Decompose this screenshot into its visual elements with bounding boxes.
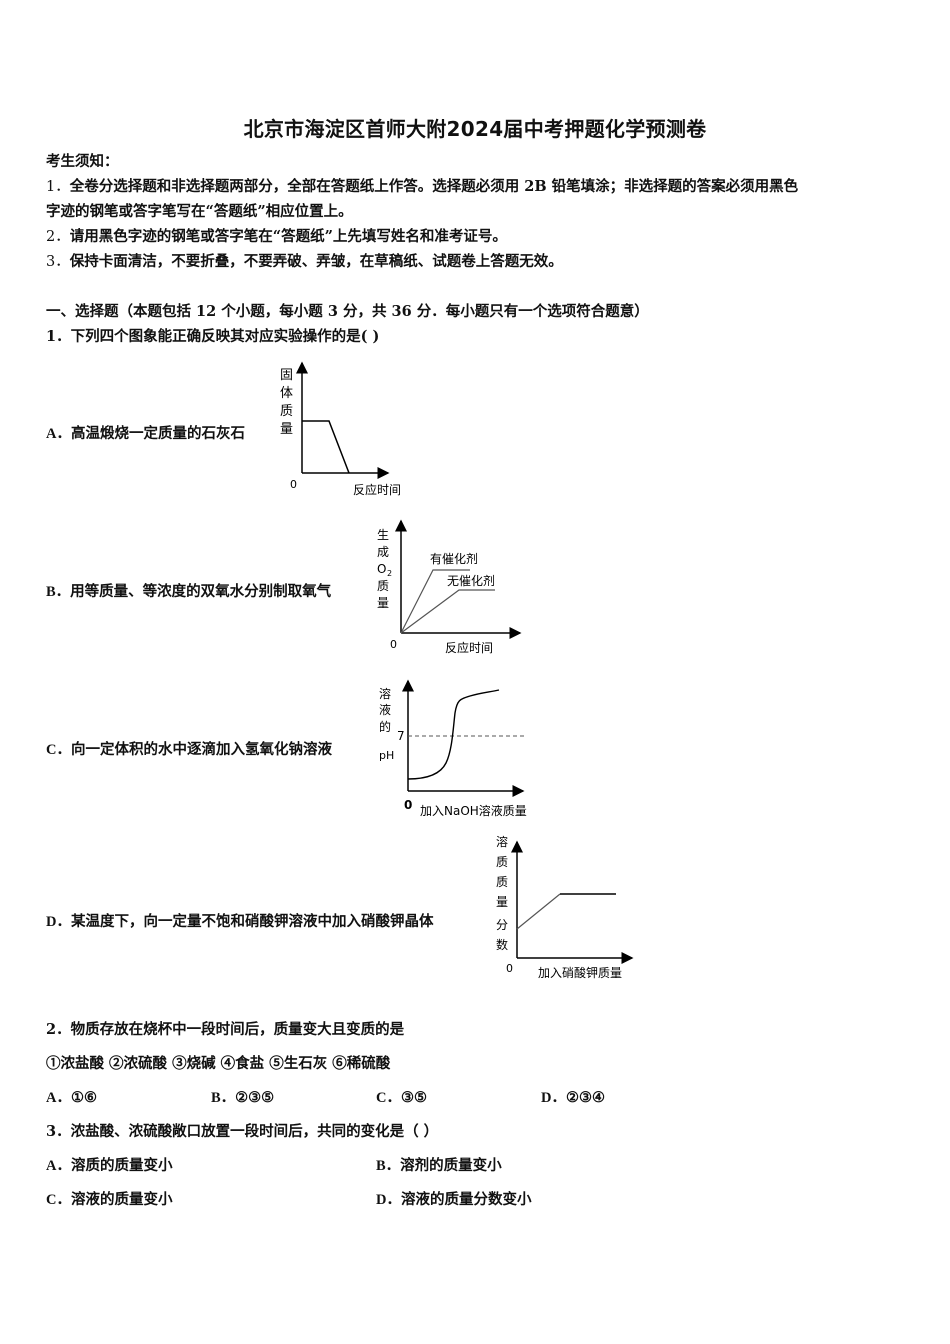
svg-text:溶: 溶 <box>496 834 508 849</box>
svg-text:2: 2 <box>387 569 392 578</box>
svg-text:0: 0 <box>290 478 297 491</box>
question-2-stem: 2．物质存放在烧杯中一段时间后，质量变大且变质的是 <box>46 1021 405 1038</box>
notice-item-3: 3．保持卡面清洁，不要折叠，不要弄破、弄皱，在草稿纸、试题卷上答题无效。 <box>46 253 563 271</box>
option-text: 溶剂的质量变小 <box>400 1157 502 1174</box>
notice-item-number: 1． <box>46 179 70 195</box>
svg-text:O: O <box>377 562 386 576</box>
svg-text:分: 分 <box>496 918 508 932</box>
option-label: D． <box>541 1090 566 1106</box>
svg-text:7: 7 <box>397 729 405 743</box>
notice-item-1-line2: 字迹的钢笔或答字笔写在“答题纸”相应位置上。 <box>46 203 353 220</box>
option-label: A． <box>46 1090 71 1106</box>
series-catalyst <box>400 569 470 634</box>
q2-option-b[interactable]: B．②③⑤ <box>211 1089 274 1107</box>
svg-text:量: 量 <box>280 422 293 437</box>
option-label: A． <box>46 426 71 442</box>
notice-item-2: 2．请用黑色字迹的钢笔或答字笔在“答题纸”上先填写姓名和准考证号。 <box>46 228 507 246</box>
option-text: 溶液的质量变小 <box>70 1191 173 1208</box>
option-label: C． <box>46 1192 71 1208</box>
svg-text:量: 量 <box>377 596 389 610</box>
option-text: 某温度下，向一定量不饱和硝酸钾溶液中加入硝酸钾晶体 <box>70 913 434 930</box>
svg-text:体: 体 <box>280 386 293 401</box>
svg-text:0: 0 <box>506 962 513 975</box>
notice-item-text: 保持卡面清洁，不要折叠，不要弄破、弄皱，在草稿纸、试题卷上答题无效。 <box>69 253 563 270</box>
svg-text:反应时间: 反应时间 <box>353 482 401 497</box>
q3-option-d[interactable]: D．溶液的质量分数变小 <box>376 1191 531 1209</box>
option-label: B． <box>376 1158 401 1174</box>
svg-text:质: 质 <box>496 875 508 889</box>
svg-text:质: 质 <box>377 579 389 593</box>
option-label: B． <box>46 584 71 600</box>
notice-item-number: 2． <box>46 229 70 245</box>
svg-text:反应时间: 反应时间 <box>445 640 493 655</box>
section-heading: 一、选择题（本题包括 12 个小题，每小题 3 分，共 36 分．每小题只有一个… <box>46 303 649 320</box>
chart-a: 固 体 质 量 0 反应时间 <box>280 361 401 497</box>
svg-text:有催化剂: 有催化剂 <box>430 551 478 566</box>
chart-c: 溶 液 的 pH 7 0 加入NaOH溶液质量 <box>379 679 527 818</box>
option-text: ③⑤ <box>400 1089 427 1106</box>
ph-curve <box>407 689 500 780</box>
svg-text:质: 质 <box>496 855 508 869</box>
q2-option-a[interactable]: A．①⑥ <box>46 1089 97 1107</box>
svg-text:0: 0 <box>390 638 397 651</box>
svg-text:的: 的 <box>379 719 391 734</box>
option-text: 溶质的质量变小 <box>70 1157 173 1174</box>
option-label: C． <box>376 1090 401 1106</box>
svg-text:pH: pH <box>379 749 394 762</box>
svg-text:0: 0 <box>404 798 412 812</box>
svg-text:固: 固 <box>280 368 293 383</box>
option-label: D． <box>46 914 71 930</box>
q1-option-d[interactable]: D．某温度下，向一定量不饱和硝酸钾溶液中加入硝酸钾晶体 <box>46 913 433 931</box>
option-text: 向一定体积的水中逐滴加入氢氧化钠溶液 <box>70 741 332 758</box>
svg-text:无催化剂: 无催化剂 <box>447 573 495 588</box>
svg-text:量: 量 <box>496 895 508 909</box>
page-title: 北京市海淀区首师大附2024届中考押题化学预测卷 <box>243 117 707 141</box>
q2-option-d[interactable]: D．②③④ <box>541 1089 605 1107</box>
option-text: 溶液的质量分数变小 <box>400 1191 532 1208</box>
svg-text:溶: 溶 <box>379 686 391 701</box>
series-rising <box>516 893 561 930</box>
svg-text:液: 液 <box>379 702 391 717</box>
option-text: 高温煅烧一定质量的石灰石 <box>70 425 245 442</box>
notice-item-number: 3． <box>46 254 70 270</box>
q2-option-c[interactable]: C．③⑤ <box>376 1089 427 1107</box>
option-text: ②③⑤ <box>235 1089 275 1106</box>
notice-item-1: 1．全卷分选择题和非选择题两部分，全部在答题纸上作答。选择题必须用 2B 铅笔填… <box>46 178 798 196</box>
q3-option-b[interactable]: B．溶剂的质量变小 <box>376 1157 502 1175</box>
notice-heading: 考生须知： <box>46 153 119 170</box>
svg-text:加入硝酸钾质量: 加入硝酸钾质量 <box>538 965 622 980</box>
svg-text:质: 质 <box>280 404 293 419</box>
chart-d: 溶 质 质 量 分 数 0 加入硝酸钾质量 <box>496 834 634 980</box>
option-label: C． <box>46 742 71 758</box>
q3-option-c[interactable]: C．溶液的质量变小 <box>46 1191 172 1209</box>
option-label: A． <box>46 1158 71 1174</box>
option-label: B． <box>211 1090 236 1106</box>
notice-item-text: 全卷分选择题和非选择题两部分，全部在答题纸上作答。选择题必须用 2B 铅笔填涂；… <box>69 178 799 195</box>
svg-text:数: 数 <box>496 937 508 952</box>
question-1-stem: 1．下列四个图象能正确反映其对应实验操作的是( ) <box>46 328 380 345</box>
option-text: ②③④ <box>565 1089 605 1106</box>
q1-option-b[interactable]: B．用等质量、等浓度的双氧水分别制取氧气 <box>46 583 331 601</box>
series-no-catalyst <box>400 589 495 634</box>
series-line <box>302 420 350 474</box>
svg-text:生: 生 <box>377 528 389 542</box>
svg-text:加入NaOH溶液质量: 加入NaOH溶液质量 <box>420 803 527 818</box>
svg-text:成: 成 <box>377 545 389 559</box>
q1-option-a[interactable]: A．高温煅烧一定质量的石灰石 <box>46 425 245 443</box>
q3-option-a[interactable]: A．溶质的质量变小 <box>46 1157 172 1175</box>
q1-option-c[interactable]: C．向一定体积的水中逐滴加入氢氧化钠溶液 <box>46 741 332 759</box>
option-label: D． <box>376 1192 401 1208</box>
option-text: 用等质量、等浓度的双氧水分别制取氧气 <box>70 583 332 600</box>
option-text: ①⑥ <box>70 1089 97 1106</box>
notice-item-text: 请用黑色字迹的钢笔或答字笔在“答题纸”上先填写姓名和准考证号。 <box>69 228 507 245</box>
question-3-stem: 3．浓盐酸、浓硫酸敞口放置一段时间后，共同的变化是（ ） <box>46 1123 439 1140</box>
question-2-substances: ①浓盐酸 ②浓硫酸 ③烧碱 ④食盐 ⑤生石灰 ⑥稀硫酸 <box>46 1055 391 1072</box>
